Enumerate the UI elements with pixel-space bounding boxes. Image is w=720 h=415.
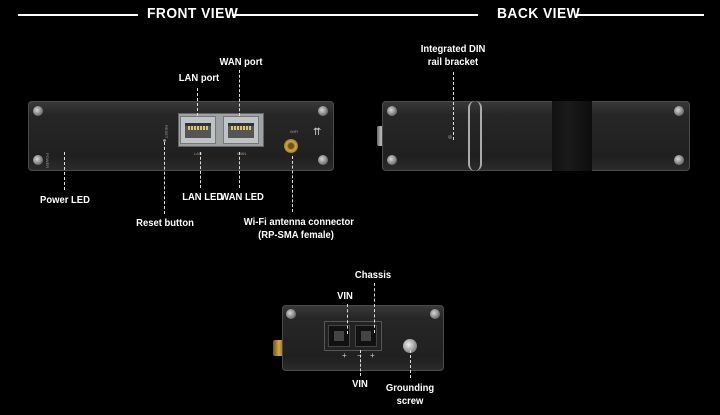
back-side-knob xyxy=(377,126,385,146)
power-led-leader xyxy=(64,152,65,190)
back-panel xyxy=(382,101,690,171)
grounding-screw-leader xyxy=(410,350,411,378)
wifi-antenna-label-line2: (RP-SMA female) xyxy=(258,229,334,241)
reset-button-leader xyxy=(164,142,165,214)
front-view-title: FRONT VIEW xyxy=(147,5,239,22)
grounding-screw-label-line2: screw xyxy=(396,395,424,407)
polarity-mark-1: + xyxy=(342,351,347,360)
side-screw-top-left xyxy=(286,309,296,319)
side-panel: + − + xyxy=(282,305,444,371)
power-led-label: Power LED xyxy=(40,194,90,206)
reset-button-hole xyxy=(163,139,166,142)
din-rail-label: Integrated DIN rail bracket xyxy=(418,43,488,69)
din-rail-label-line1: Integrated DIN xyxy=(420,43,486,55)
power-connector-pin-right xyxy=(355,325,377,347)
power-marking: POWER xyxy=(45,153,50,169)
reset-button-label: Reset button xyxy=(136,217,194,229)
lan-port-leader xyxy=(197,88,198,116)
grounding-screw-label-line1: Grounding xyxy=(385,382,435,394)
front-panel: POWER RESET LAN WAN WiFi ⇈ xyxy=(28,101,334,171)
front-screw-bottom-right xyxy=(318,155,328,165)
din-rail-leader xyxy=(453,72,454,140)
chassis-leader xyxy=(374,283,375,333)
lan-port xyxy=(180,116,216,144)
front-screw-top-right xyxy=(318,106,328,116)
lan-port-label: LAN port xyxy=(178,72,220,84)
side-screw-top-right xyxy=(430,309,440,319)
din-rail-channel xyxy=(552,101,592,171)
wan-marking: WAN xyxy=(237,151,247,156)
wan-led-leader xyxy=(239,152,240,188)
back-screw-hole xyxy=(448,135,452,139)
front-screw-top-left xyxy=(33,106,43,116)
grounding-screw xyxy=(403,339,417,353)
vin-top-leader xyxy=(347,304,348,334)
polarity-mark-3: + xyxy=(370,351,375,360)
reset-marking: RESET xyxy=(164,125,169,139)
front-screw-bottom-left xyxy=(33,155,43,165)
lan-led-label: LAN LED xyxy=(182,191,224,203)
wan-port-leader xyxy=(239,70,240,116)
back-screw-top-right xyxy=(674,106,684,116)
vin-bottom-label: VIN xyxy=(352,378,368,390)
wifi-marking: WiFi xyxy=(290,129,298,134)
power-connector-pin-left xyxy=(328,325,350,347)
wan-port-label: WAN port xyxy=(219,56,263,68)
back-screw-bottom-left xyxy=(387,155,397,165)
wifi-antenna-connector xyxy=(284,139,298,153)
front-view-rule-left xyxy=(18,14,138,16)
chassis-label: Chassis xyxy=(354,269,392,281)
back-view-title: BACK VIEW xyxy=(497,5,581,22)
din-rail-label-line2: rail bracket xyxy=(427,56,479,68)
wan-port xyxy=(223,116,259,144)
back-view-rule-right xyxy=(576,14,704,16)
vin-top-label: VIN xyxy=(337,290,353,302)
lan-led-leader xyxy=(200,152,201,188)
front-view-rule-right xyxy=(232,14,478,16)
wan-led-label: WAN LED xyxy=(220,191,264,203)
back-screw-bottom-right xyxy=(674,155,684,165)
back-screw-top-left xyxy=(387,106,397,116)
polarity-mark-2: − xyxy=(357,351,362,360)
wifi-antenna-label: Wi-Fi antenna connector (RP-SMA female) xyxy=(243,216,354,242)
wifi-antenna-leader xyxy=(292,156,293,212)
grounding-screw-label: Grounding screw xyxy=(383,382,437,408)
din-rail-bracket xyxy=(468,101,482,171)
lan-marking: LAN xyxy=(194,151,202,156)
wifi-signal-icon: ⇈ xyxy=(313,127,322,138)
vin-bottom-leader xyxy=(360,350,361,376)
wifi-antenna-label-line1: Wi-Fi antenna connector xyxy=(243,216,354,228)
